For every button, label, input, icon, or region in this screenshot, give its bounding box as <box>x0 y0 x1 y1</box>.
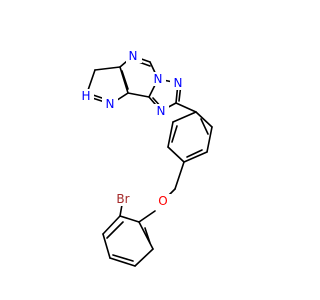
nh-label: H <box>81 89 90 103</box>
bond <box>94 66 121 71</box>
label-mask <box>153 104 169 118</box>
bond <box>138 210 156 223</box>
bridgehead-nitrogen-label: N <box>154 72 163 86</box>
bond <box>172 111 197 123</box>
triazole-left-nitrogen-label: N <box>157 104 166 118</box>
bond <box>195 111 213 128</box>
bond <box>109 257 136 267</box>
bond <box>119 215 140 223</box>
bond <box>183 151 208 163</box>
bond <box>119 66 129 94</box>
bond <box>171 125 178 143</box>
bond <box>174 161 185 190</box>
bond <box>102 233 111 259</box>
bond <box>167 121 174 148</box>
label-mask <box>112 192 134 206</box>
bond <box>144 227 151 244</box>
bond <box>175 102 197 113</box>
bond <box>112 254 134 262</box>
bond <box>138 221 154 250</box>
bonds <box>85 55 213 267</box>
bond <box>167 146 185 163</box>
bond <box>127 92 150 98</box>
bond <box>121 70 129 90</box>
label-mask <box>170 76 186 90</box>
bond <box>102 215 121 235</box>
bond <box>134 248 154 267</box>
atom-labels: H N N N N N O Br <box>78 49 186 208</box>
label-mask <box>150 72 166 86</box>
molecule-diagram: H N N N N N O Br <box>78 49 213 267</box>
label-mask <box>78 89 94 103</box>
pyrazole-nitrogen-label: N <box>106 97 115 111</box>
oxygen-label: O <box>158 194 167 208</box>
label-mask <box>126 49 142 63</box>
label-mask <box>102 97 118 111</box>
bond <box>186 149 203 158</box>
label-mask <box>155 194 171 208</box>
triazole-right-nitrogen-label: N <box>174 76 183 90</box>
pyrimidine-nitrogen-label: N <box>129 49 138 63</box>
bromine-label: Br <box>116 192 129 206</box>
bond <box>106 221 124 239</box>
bond <box>206 126 213 153</box>
bond <box>200 118 209 135</box>
